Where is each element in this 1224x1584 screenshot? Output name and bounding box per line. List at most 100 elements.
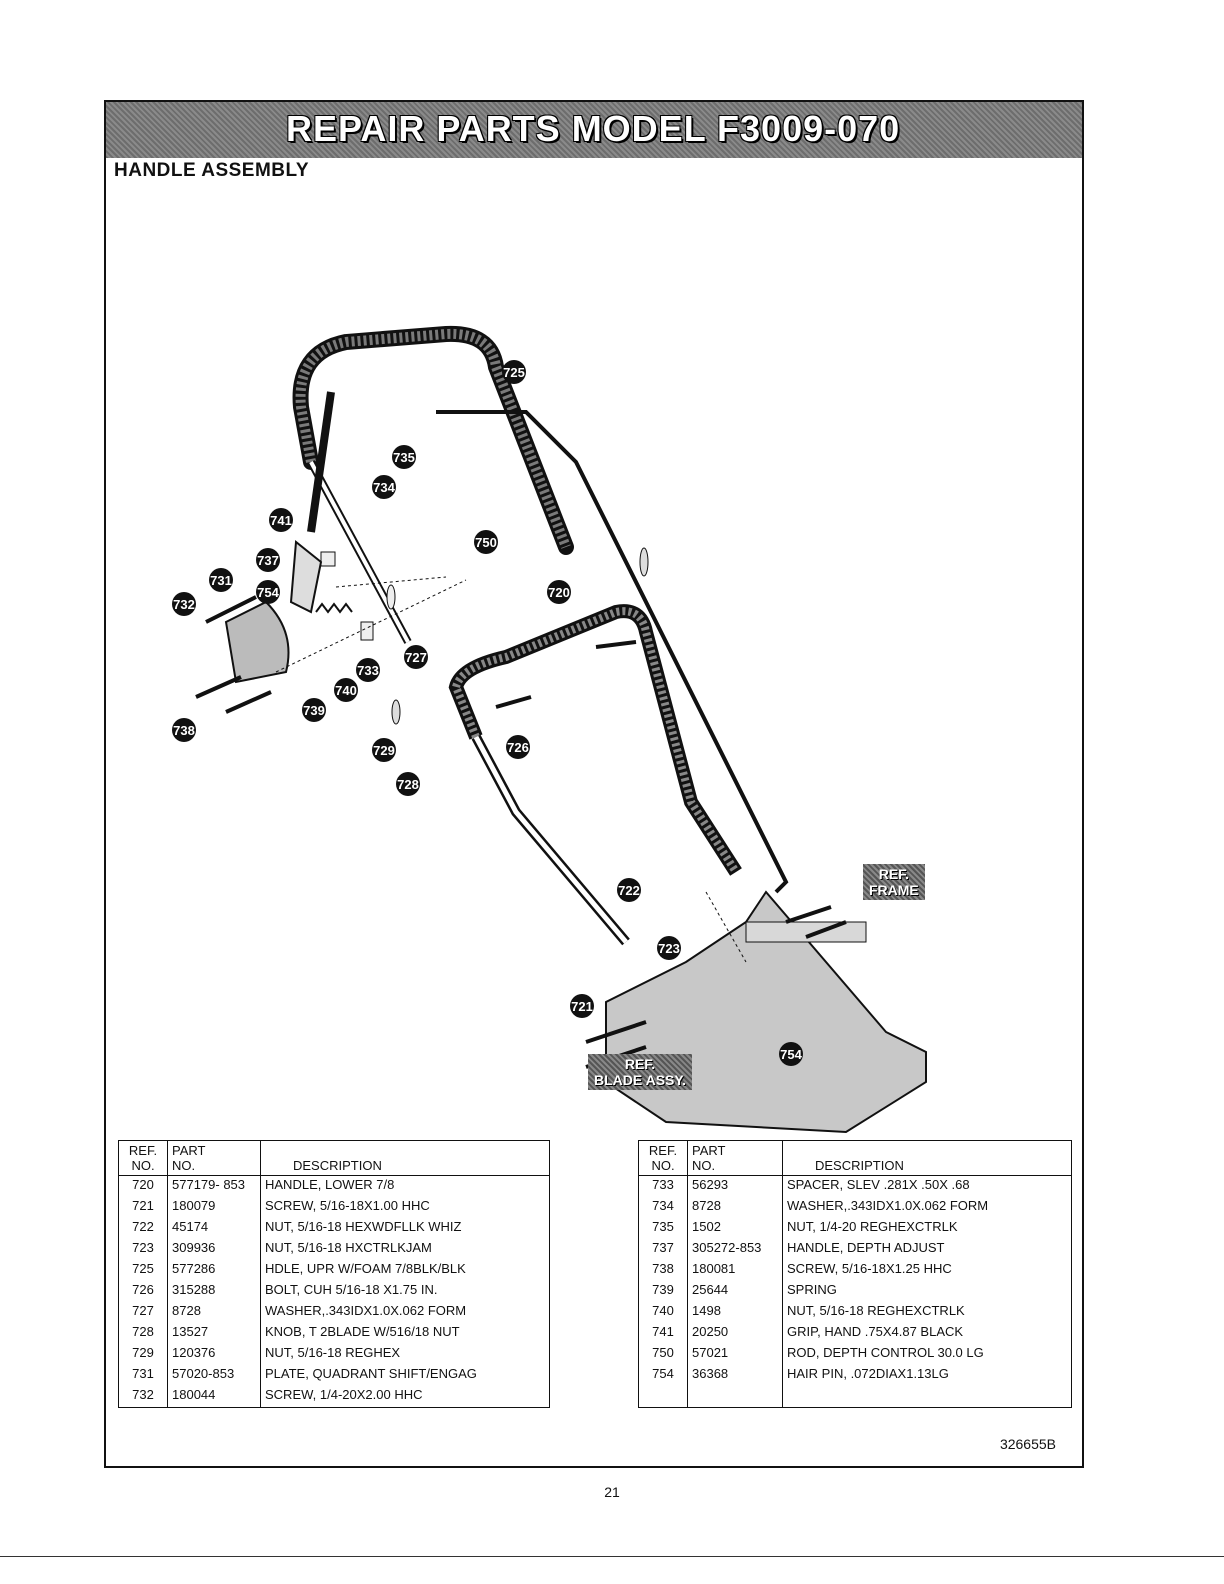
cell-desc: WASHER,.343IDX1.0X.062 FORM — [787, 1198, 989, 1213]
cell-desc: NUT, 5/16-18 REGHEXCTRLK — [787, 1303, 965, 1318]
cell-desc: NUT, 1/4-20 REGHEXCTRLK — [787, 1219, 958, 1234]
parts-page-frame: REPAIR PARTS MODEL F3009-070 HANDLE ASSE… — [104, 100, 1084, 1468]
callout-728: 728 — [396, 772, 420, 796]
callout-754-frame: 754 — [779, 1042, 803, 1066]
cell-ref: 737 — [638, 1239, 688, 1260]
cell-part: 45174 — [167, 1218, 261, 1239]
cell-ref: 750 — [638, 1344, 688, 1365]
cell-desc: SCREW, 5/16-18X1.25 HHC — [787, 1261, 952, 1276]
svg-text:739: 739 — [303, 703, 325, 718]
cell-desc: SCREW, 5/16-18X1.00 HHC — [265, 1198, 430, 1213]
cell-desc: KNOB, T 2BLADE W/516/18 NUT — [265, 1324, 460, 1339]
svg-text:731: 731 — [210, 573, 232, 588]
cell-ref: 732 — [118, 1386, 168, 1408]
svg-text:740: 740 — [335, 683, 357, 698]
svg-text:750: 750 — [475, 535, 497, 550]
cell-desc: SPRING — [787, 1282, 837, 1297]
cell-ref: 754 — [638, 1365, 688, 1386]
cell-part: 8728 — [687, 1197, 783, 1218]
cell-part: 180081 — [687, 1260, 783, 1281]
cell-ref: 725 — [118, 1260, 168, 1281]
cell-part: 25644 — [687, 1281, 783, 1302]
callout-734: 734 — [372, 475, 396, 499]
cell-desc: HANDLE, DEPTH ADJUST — [787, 1240, 945, 1255]
cell-desc: HAIR PIN, .072DIAX1.13LG — [787, 1366, 949, 1381]
cell-part: 13527 — [167, 1323, 261, 1344]
table-row — [638, 1386, 1072, 1408]
cell-part: 20250 — [687, 1323, 783, 1344]
svg-text:732: 732 — [173, 597, 195, 612]
svg-text:720: 720 — [548, 585, 570, 600]
callout-725: 725 — [502, 360, 526, 384]
cell-ref: 734 — [638, 1197, 688, 1218]
callout-726: 726 — [506, 735, 530, 759]
cell-ref: 738 — [638, 1260, 688, 1281]
cell-part: 1498 — [687, 1302, 783, 1323]
cell-part: 56293 — [687, 1175, 783, 1197]
svg-text:726: 726 — [507, 740, 529, 755]
cell-part: 180079 — [167, 1197, 261, 1218]
cell-ref: 729 — [118, 1344, 168, 1365]
callout-727: 727 — [404, 645, 428, 669]
svg-text:754: 754 — [780, 1047, 802, 1062]
svg-text:723: 723 — [658, 941, 680, 956]
callout-732: 732 — [172, 592, 196, 616]
cell-ref: 723 — [118, 1239, 168, 1260]
cell-ref: 735 — [638, 1218, 688, 1239]
callout-722: 722 — [617, 878, 641, 902]
callout-754: 754 — [256, 580, 280, 604]
cell-ref: 733 — [638, 1175, 688, 1197]
page-number: 21 — [604, 1484, 620, 1500]
cell-ref: 739 — [638, 1281, 688, 1302]
cell-part: 577286 — [167, 1260, 261, 1281]
svg-text:721: 721 — [571, 999, 593, 1014]
cell-ref: 731 — [118, 1365, 168, 1386]
cell-part: 36368 — [687, 1365, 783, 1386]
empty-cell — [687, 1386, 783, 1408]
callout-735: 735 — [392, 445, 416, 469]
cell-ref: 720 — [118, 1175, 168, 1197]
cell-part: 57020-853 — [167, 1365, 261, 1386]
bottom-rule — [0, 1556, 1224, 1557]
svg-text:733: 733 — [357, 663, 379, 678]
callout-731: 731 — [209, 568, 233, 592]
svg-text:738: 738 — [173, 723, 195, 738]
cell-ref: 722 — [118, 1218, 168, 1239]
cell-desc: NUT, 5/16-18 REGHEX — [265, 1345, 401, 1360]
svg-text:728: 728 — [397, 777, 419, 792]
cell-desc: GRIP, HAND .75X4.87 BLACK — [787, 1324, 964, 1339]
cell-desc: PLATE, QUADRANT SHIFT/ENGAG — [265, 1366, 477, 1381]
cell-part: 305272-853 — [687, 1239, 783, 1260]
callout-739: 739 — [302, 698, 326, 722]
svg-text:754: 754 — [257, 585, 279, 600]
empty-cell — [783, 1386, 1072, 1408]
ref-frame-label: REF. FRAME — [863, 864, 925, 900]
cell-desc: HANDLE, LOWER 7/8 — [265, 1177, 395, 1192]
cell-part: 577179- 853 — [167, 1175, 261, 1197]
cell-desc: HDLE, UPR W/FOAM 7/8BLK/BLK — [265, 1261, 466, 1276]
cell-ref: 741 — [638, 1323, 688, 1344]
svg-text:734: 734 — [373, 480, 395, 495]
callout-740: 740 — [334, 678, 358, 702]
cell-desc: WASHER,.343IDX1.0X.062 FORM — [265, 1303, 467, 1318]
callout-723: 723 — [657, 936, 681, 960]
callout-738: 738 — [172, 718, 196, 742]
cell-ref: 726 — [118, 1281, 168, 1302]
callout-737: 737 — [256, 548, 280, 572]
callout-733: 733 — [356, 658, 380, 682]
cell-part: 57021 — [687, 1344, 783, 1365]
